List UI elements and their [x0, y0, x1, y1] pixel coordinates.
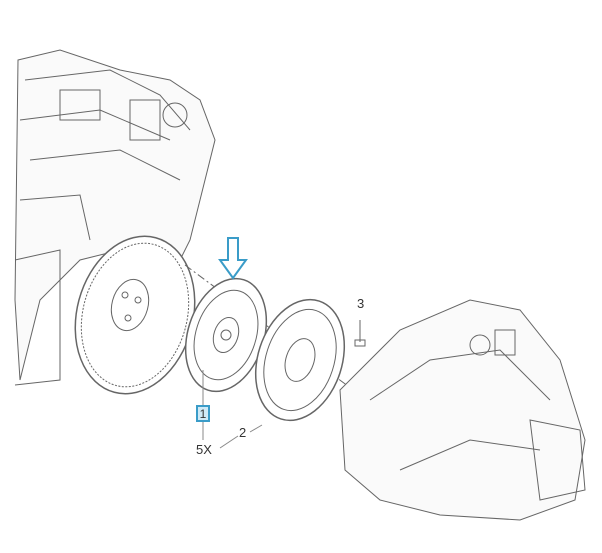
callout-3[interactable]: 3 — [357, 296, 365, 311]
quantity-label: 5X — [196, 442, 212, 457]
down-arrow-icon — [218, 237, 248, 280]
callout-1-highlighted[interactable]: 1 — [196, 405, 210, 422]
callout-2[interactable]: 2 — [239, 425, 247, 440]
pressure-plate — [254, 298, 346, 422]
transmission-illustration — [339, 299, 586, 521]
clutch-disc — [184, 277, 268, 393]
engine-illustration — [14, 49, 216, 386]
bolt — [354, 320, 366, 347]
